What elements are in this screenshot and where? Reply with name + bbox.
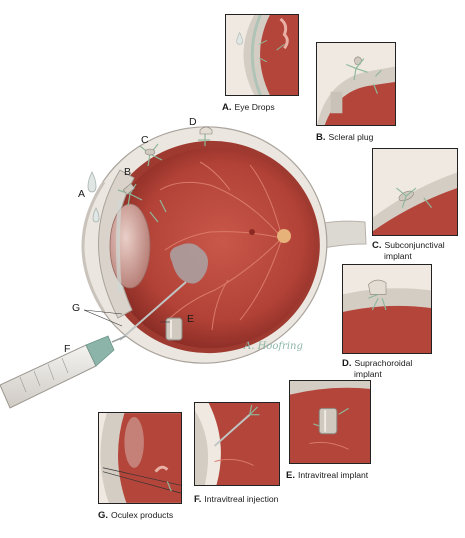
eye-drop — [92, 207, 100, 223]
caption-eye-drops: A.Eye Drops — [222, 102, 275, 113]
retina — [108, 147, 316, 349]
eye-drop — [87, 171, 97, 193]
inset-intravitreal-implant — [289, 380, 371, 464]
caption-intravitreal-implant: E.Intravitreal implant — [286, 470, 369, 481]
inset-eye-drops — [225, 14, 299, 96]
label-d: D — [189, 116, 197, 128]
injected-bolus — [170, 243, 208, 284]
iris — [116, 199, 122, 293]
label-a: A — [78, 188, 86, 200]
macula — [249, 229, 255, 235]
optic-disc — [277, 229, 291, 243]
injection-needle — [119, 281, 187, 341]
syringe — [0, 335, 127, 409]
scleral-plug — [122, 183, 136, 195]
caption-scleral-plug: B.Scleral plug — [316, 132, 374, 143]
inset-scleral-plug — [316, 42, 396, 126]
artist-signature: A. Hoofring — [244, 341, 303, 352]
intravitreal-implant — [165, 317, 183, 341]
inset-subconjunctival-implant — [372, 148, 458, 236]
label-e: E — [187, 313, 195, 325]
retinal-vessels — [159, 161, 283, 331]
inset-intravitreal-injection — [194, 402, 280, 486]
subconjunctival-implant — [144, 148, 156, 156]
inset-suprachoroidal-implant — [342, 264, 432, 354]
label-b: B — [124, 166, 132, 178]
caption-oculex-products: G.Oculex products — [98, 510, 174, 521]
cornea — [81, 181, 106, 313]
label-g: G — [72, 302, 81, 314]
caption-intravitreal-injection: F.Intravitreal injection — [194, 494, 279, 505]
label-f: F — [64, 343, 71, 355]
suprachoroidal-implant — [199, 126, 213, 135]
inset-oculex-products — [98, 412, 182, 504]
label-c: C — [141, 134, 149, 146]
